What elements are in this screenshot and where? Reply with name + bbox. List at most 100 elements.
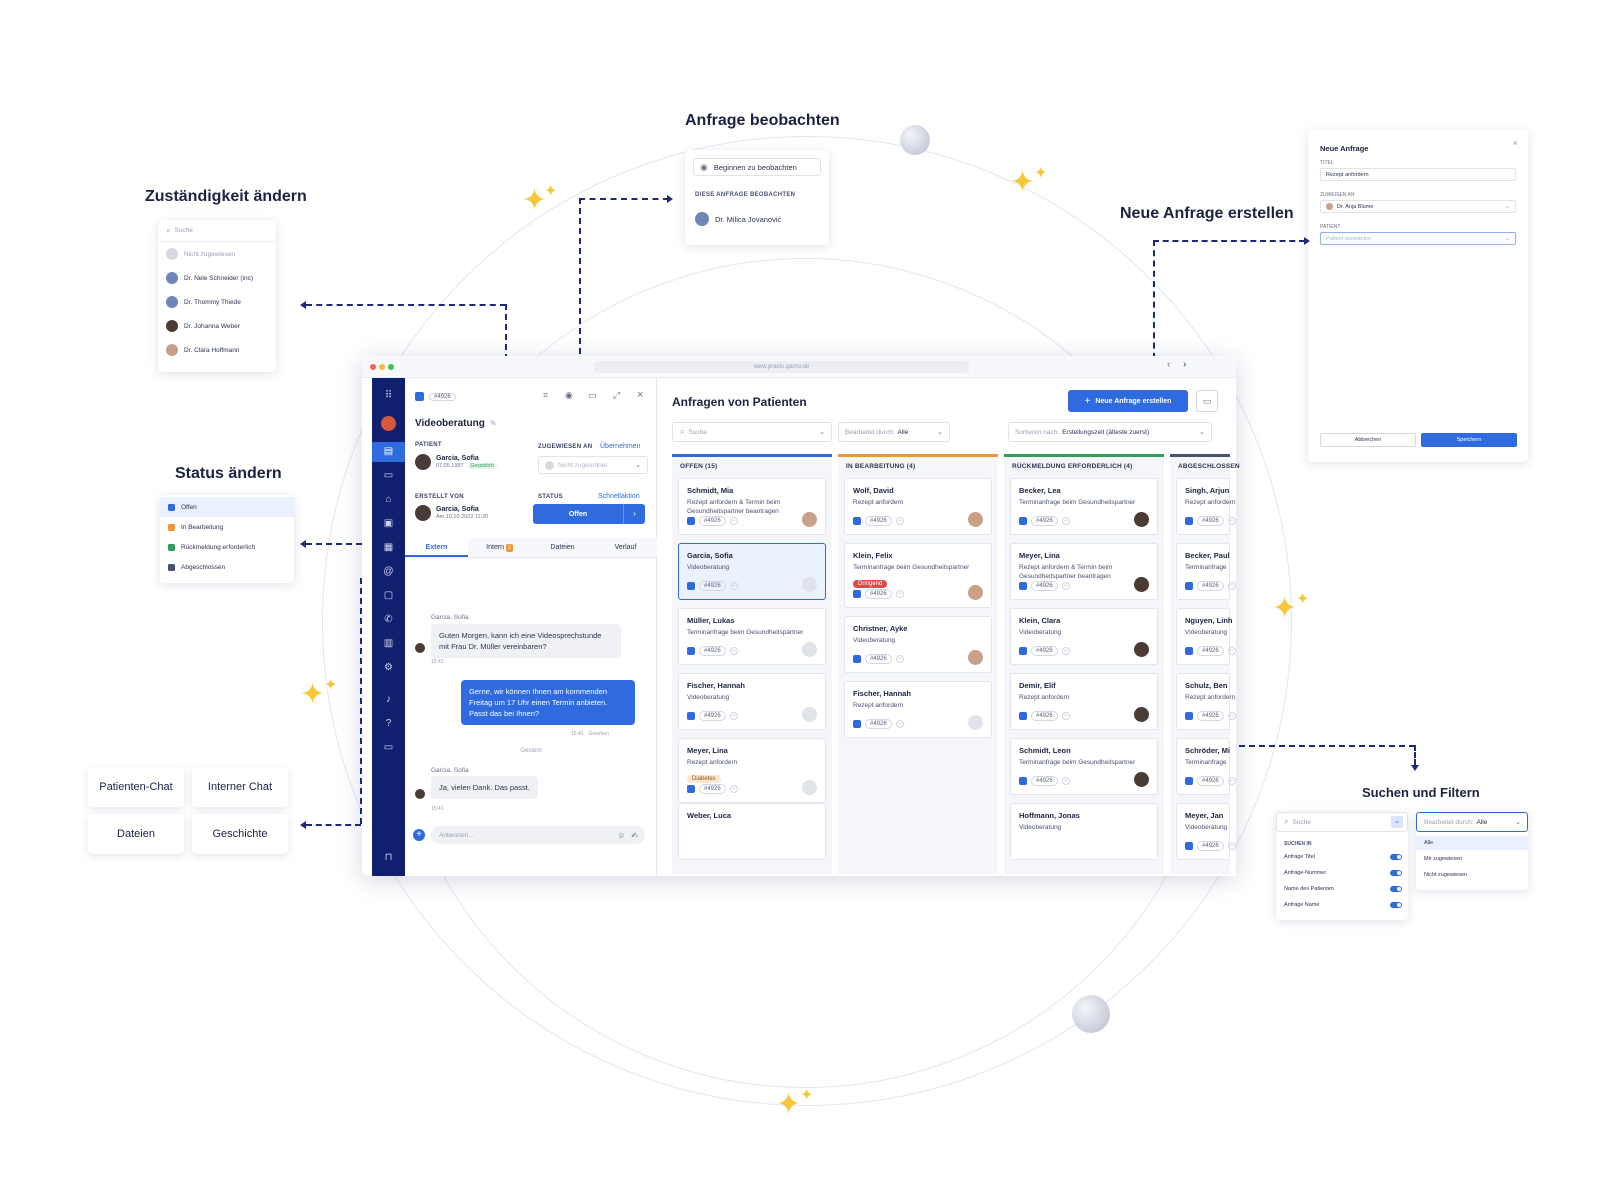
- calendar-icon[interactable]: ▦: [383, 542, 394, 553]
- chevron-right-icon[interactable]: ›: [623, 504, 645, 524]
- title-input[interactable]: Rezept anfordern: [1320, 168, 1516, 181]
- assign-option-unassigned[interactable]: Nicht zugewiesen: [158, 242, 276, 266]
- user-avatar[interactable]: [381, 416, 396, 431]
- gear-icon[interactable]: ⚙: [384, 662, 393, 673]
- assign-select[interactable]: Dr. Anja Blume ⌄: [1320, 200, 1516, 213]
- request-card[interactable]: Weber, Luca: [678, 803, 826, 860]
- patient-info[interactable]: Garcia, Sofia 07.05.1987 Gesetzlich: [415, 454, 497, 470]
- observer-item[interactable]: Dr. Milica Jovanović: [695, 212, 781, 226]
- status-option-open[interactable]: Offen: [160, 497, 294, 517]
- take-over-link[interactable]: Übernehmen: [600, 443, 641, 450]
- assign-option[interactable]: Dr. Thommy Thiede: [158, 290, 276, 314]
- feedback-icon[interactable]: ▭: [383, 742, 394, 753]
- filter-option[interactable]: Mir zugewiesen: [1424, 856, 1463, 862]
- patient-select[interactable]: Patient auswählen ⌄: [1320, 232, 1516, 245]
- search-input[interactable]: ⌕ Suche ⌄: [1276, 812, 1408, 832]
- briefcase-icon[interactable]: ▥: [383, 638, 394, 649]
- close-icon[interactable]: ×: [1512, 138, 1518, 148]
- eye-icon[interactable]: ◉: [565, 390, 573, 400]
- apps-grid-icon[interactable]: ⠿: [384, 390, 393, 401]
- url-bar[interactable]: www.praxis.garno.de: [594, 361, 969, 373]
- at-icon[interactable]: @: [383, 566, 394, 577]
- board-search-input[interactable]: ⌕ Suche ⌄: [672, 422, 832, 442]
- add-attachment-icon[interactable]: +: [413, 829, 425, 841]
- filter-option-all[interactable]: Alle: [1416, 836, 1528, 850]
- clipboard-icon[interactable]: ▢: [383, 590, 394, 601]
- phone-icon[interactable]: ✆: [384, 614, 393, 625]
- requests-icon[interactable]: ▤: [372, 442, 405, 462]
- start-observing-button[interactable]: ◉ Beginnen zu beobachten: [693, 158, 821, 176]
- search-option[interactable]: Anfrage Titel: [1284, 854, 1402, 860]
- assign-search-input[interactable]: ⌕ Suche: [158, 220, 276, 242]
- assign-option[interactable]: Dr. Johanna Weber: [158, 314, 276, 338]
- status-button[interactable]: Offen ›: [533, 504, 645, 524]
- bell-icon[interactable]: ♪: [386, 694, 391, 705]
- tile-internal-chat[interactable]: Interner Chat: [192, 767, 288, 807]
- search-option[interactable]: Name des Patienten: [1284, 886, 1402, 892]
- back-icon[interactable]: ‹: [1167, 359, 1171, 370]
- toggle-switch[interactable]: [1390, 854, 1402, 860]
- forward-icon[interactable]: ›: [1183, 359, 1187, 370]
- tab-files[interactable]: Dateien: [550, 544, 575, 551]
- window-maximize-dot[interactable]: [388, 364, 394, 370]
- search-option[interactable]: Anfrage-Nummer: [1284, 870, 1402, 876]
- document-icon[interactable]: ▣: [383, 518, 394, 529]
- tag-icon[interactable]: ⌗: [543, 390, 549, 400]
- board-filter-select[interactable]: Bearbeitet durch: Alle ⌄: [838, 422, 950, 442]
- sort-select[interactable]: Sortieren nach: Erstellungszeit (älteste…: [1008, 422, 1212, 442]
- assign-option[interactable]: Dr. Clara Hoffmann: [158, 338, 276, 362]
- toggle-switch[interactable]: [1390, 886, 1402, 892]
- cancel-button[interactable]: Abbrechen: [1320, 433, 1416, 447]
- window-close-dot[interactable]: [370, 364, 376, 370]
- expand-icon[interactable]: ⤢: [613, 390, 621, 400]
- tab-extern[interactable]: Extern: [405, 538, 468, 557]
- close-icon[interactable]: ×: [637, 389, 644, 401]
- emoji-icon[interactable]: ☺: [617, 830, 626, 840]
- toggle-switch[interactable]: [1390, 870, 1402, 876]
- save-button[interactable]: Speichern: [1421, 433, 1517, 447]
- archive-icon[interactable]: ▭: [588, 390, 597, 400]
- window-minimize-dot[interactable]: [379, 364, 385, 370]
- assign-option[interactable]: Dr. Nele Schneider (inc): [158, 266, 276, 290]
- filter-option[interactable]: Nicht zugewiesen: [1424, 872, 1468, 878]
- filter-select[interactable]: Bearbeitet durch: Alle ⌄: [1416, 812, 1528, 832]
- tile-patient-chat[interactable]: Patienten-Chat: [88, 767, 184, 807]
- status-option-feedback[interactable]: Rückmeldung erforderlich: [160, 537, 294, 557]
- tab-history[interactable]: Verlauf: [614, 544, 637, 551]
- edit-icon[interactable]: ✎: [489, 419, 497, 428]
- tab-intern[interactable]: Intern 2: [486, 544, 513, 552]
- tile-history[interactable]: Geschichte: [192, 814, 288, 854]
- tile-files[interactable]: Dateien: [88, 814, 184, 854]
- chat-icon[interactable]: ▭: [383, 470, 394, 481]
- signature-icon[interactable]: ✍: [631, 830, 638, 840]
- archive-button[interactable]: ▭: [1196, 390, 1218, 412]
- status-option-closed[interactable]: Abgeschlossen: [160, 557, 294, 577]
- assignee-select[interactable]: Nicht zugeordnet ⌄: [538, 456, 648, 474]
- toggle-switch[interactable]: [1390, 902, 1402, 908]
- status-option-in-progress[interactable]: In Bearbeitung: [160, 517, 294, 537]
- lock-icon[interactable]: ⊓: [384, 852, 393, 863]
- reply-input[interactable]: Antworten... ☺ ✍: [431, 826, 645, 844]
- new-request-button[interactable]: + Neue Anfrage erstellen: [1068, 390, 1188, 412]
- help-icon[interactable]: ?: [385, 718, 392, 729]
- building-icon[interactable]: ⌂: [385, 494, 392, 505]
- search-option[interactable]: Anfrage Name: [1284, 902, 1402, 908]
- quick-action-link[interactable]: Schnellaktion: [598, 493, 640, 500]
